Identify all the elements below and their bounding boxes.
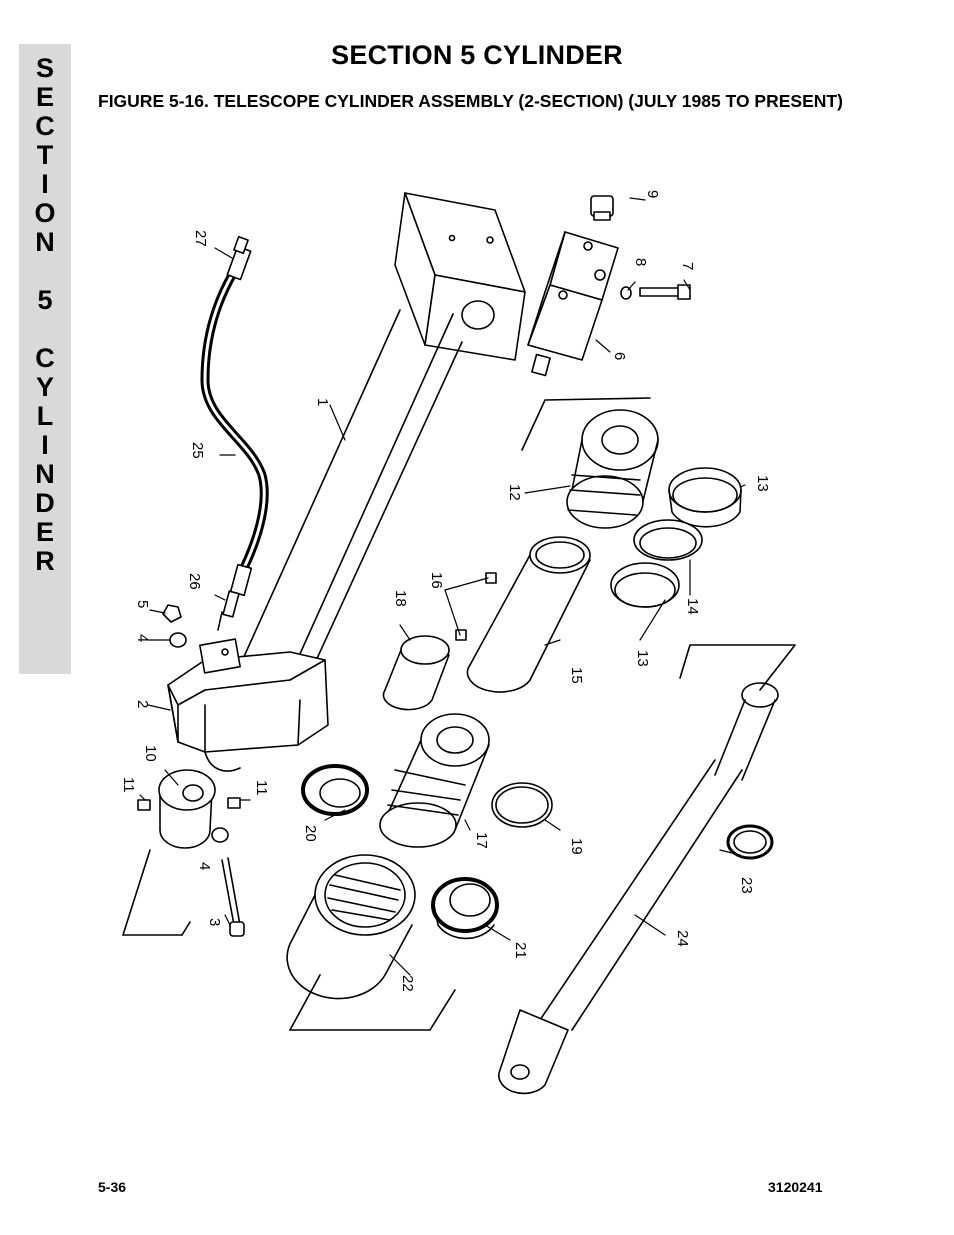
callout-15: 15 [568,667,585,684]
callout-21: 21 [512,942,529,959]
side-letter: E [35,82,54,112]
side-letter: C [35,111,55,141]
callout-13b: 13 [634,650,651,667]
figure-caption: FIGURE 5-16. TELESCOPE CYLINDER ASSEMBLY… [98,91,843,111]
side-letter: I [41,430,49,460]
callout-23: 23 [738,877,755,894]
part-cylinder-head [379,713,553,848]
side-letter: C [35,343,55,373]
callout-20: 20 [302,825,319,842]
part-rod [498,682,779,1095]
section-side-tab: S E C T I O N 5 C Y L I N D E R [19,44,71,674]
part-wear-rings [610,467,742,608]
callout-10: 10 [142,745,159,762]
callout-24: 24 [674,930,691,947]
part-spacer-18 [382,635,450,711]
callout-labels: 1 2 3 4 4 5 6 7 8 9 10 11 11 12 13 13 14… [120,190,771,992]
callout-19: 19 [568,838,585,855]
callout-26: 26 [186,573,203,590]
side-letter: Y [35,372,54,402]
callout-13a: 13 [754,475,771,492]
callout-12: 12 [506,484,523,501]
callout-22: 22 [399,975,416,992]
callout-1: 1 [314,398,331,406]
callout-25: 25 [189,442,206,459]
callout-16: 16 [428,572,445,589]
callout-3: 3 [206,918,223,926]
side-tab-letters: S E C T I O N 5 C Y L I N D E R [19,54,71,576]
side-letter: D [35,488,55,518]
callout-9: 9 [644,190,661,198]
callout-5: 5 [134,600,151,608]
side-letter: N [35,459,55,489]
callout-4a: 4 [134,634,151,642]
part-fasteners [137,604,245,937]
callout-4b: 4 [196,862,213,870]
part-head-nut [286,854,416,1000]
part-holding-valve [527,195,691,377]
part-hose [200,235,269,631]
callout-11b: 11 [253,780,270,796]
callout-17: 17 [473,832,490,849]
side-letter: R [35,546,55,576]
section-title: SECTION 5 CYLINDER [331,40,623,70]
side-letter: S [35,53,54,83]
callout-27: 27 [192,230,209,247]
side-letter: I [41,169,49,199]
callout-8: 8 [632,258,649,266]
side-letter: O [34,198,56,228]
callout-6: 6 [611,352,628,360]
side-letter: N [35,227,55,257]
part-barrel [237,192,526,701]
side-letter: E [35,517,54,547]
callout-14: 14 [684,598,701,615]
page-number: 5-36 [98,1179,127,1195]
callout-11a: 11 [120,777,137,793]
part-spacer-tube [455,536,591,693]
callout-18: 18 [392,590,409,607]
side-letter: L [36,401,54,431]
part-piston [566,409,659,529]
group-brackets [122,397,796,1031]
part-head-seals [301,764,499,940]
part-end-block [167,638,329,772]
side-letter: 5 [37,285,53,315]
callout-7: 7 [679,262,696,270]
leader-lines [139,197,746,976]
side-letter: T [36,140,54,170]
document-number: 3120241 [768,1179,823,1195]
callout-2: 2 [134,700,151,708]
